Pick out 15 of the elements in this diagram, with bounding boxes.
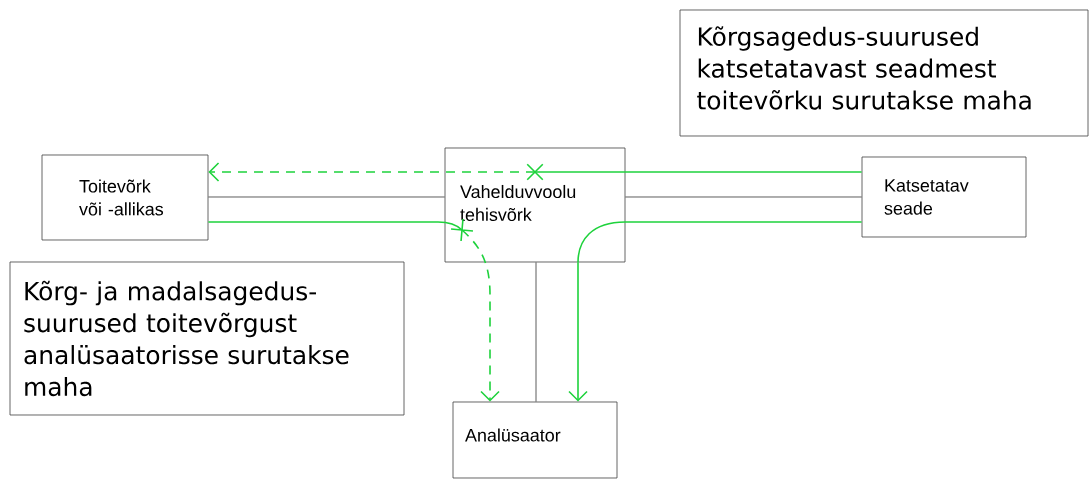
connector-line [208, 196, 445, 198]
note-box: Kõrg- ja madalsagedus-suurused toitevõrgust analüsaatorisse surutakse maha [9, 261, 405, 416]
block-box: Toitevõrk või -allikas [41, 154, 209, 241]
block-box: Katsetatav seade [861, 156, 1027, 238]
arrow [208, 162, 536, 182]
connector-line [535, 262, 537, 402]
note-box: Kõrgsagedus-suurused katsetatavast seadmest toitevõrku surutakse maha [679, 9, 1089, 137]
connector-line [534, 171, 863, 173]
block-box: Vahelduvvoolu tehisvõrk [444, 147, 626, 263]
connector-line [577, 221, 863, 264]
arrow [461, 229, 500, 402]
connector-line [207, 221, 463, 231]
connector-line [625, 196, 862, 198]
block-box: Analüsaator [452, 401, 618, 479]
arrow [568, 261, 588, 402]
